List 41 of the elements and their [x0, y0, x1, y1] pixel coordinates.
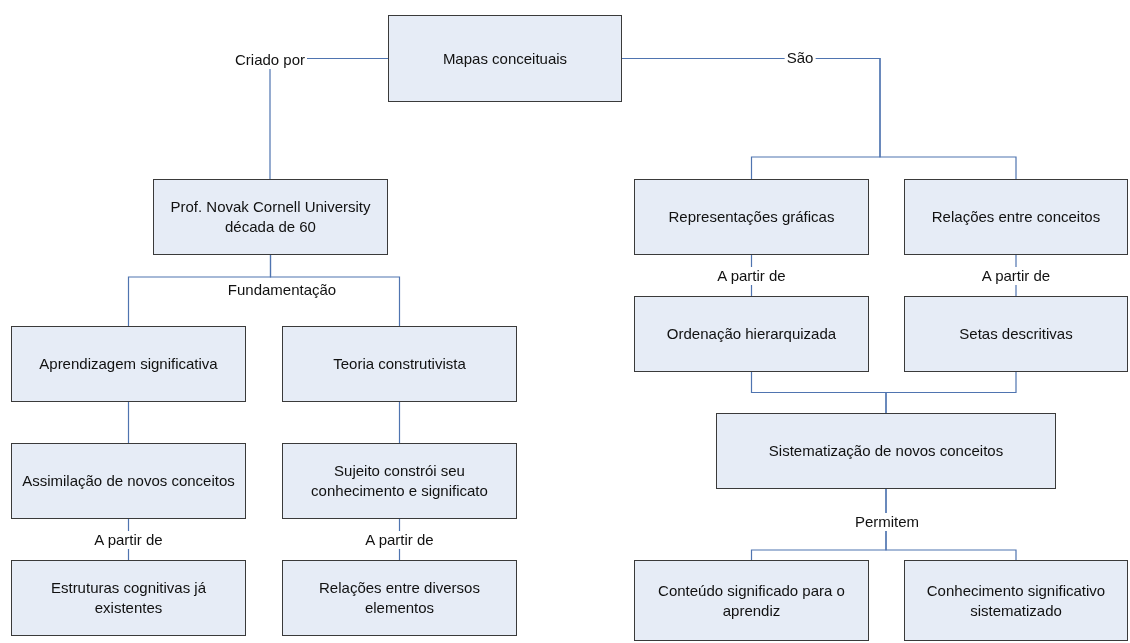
concept-box	[634, 179, 869, 255]
concept-box	[634, 560, 869, 641]
concept-text: Relações entre conceitos	[931, 207, 1101, 227]
concept-text: Teoria construtivista	[333, 354, 466, 374]
concept-text: Prof. Novak Cornell University década de 60	[169, 197, 372, 237]
edge-label: A partir de	[715, 266, 788, 285]
concept-box	[904, 296, 1128, 372]
edge-label: A partir de	[979, 266, 1053, 285]
concept-box	[11, 326, 246, 402]
connector-line	[885, 371, 1017, 414]
edge-label: Fundamentação	[225, 281, 339, 299]
connector-line	[885, 488, 1017, 561]
concept-text: Representações gráficas	[668, 207, 835, 227]
edge-label: A partir de	[363, 530, 436, 549]
concept-text: Conhecimento significativo sistematizado	[925, 580, 1107, 621]
concept-text: Assimilação de novos conceitos	[22, 471, 235, 491]
concept-box	[282, 560, 517, 636]
connector-line	[127, 401, 130, 444]
concept-box	[11, 443, 246, 519]
concept-text: Ordenação hierarquizada	[666, 324, 837, 344]
concept-text: Aprendizagem significativa	[39, 354, 218, 374]
edge-label: A partir de	[92, 530, 165, 549]
concept-text: Conteúdo significado para o aprendiz	[657, 580, 846, 621]
concept-box	[282, 443, 517, 519]
concept-box	[11, 560, 246, 636]
concept-box	[282, 326, 517, 402]
concept-text: Sujeito constrói seu conhecimento e significato	[310, 461, 489, 501]
connector-line	[398, 401, 401, 444]
concept-text: Setas descritivas	[959, 324, 1073, 344]
concept-box	[904, 560, 1128, 641]
concept-text: Mapas conceituais	[442, 48, 568, 69]
connector-line	[269, 254, 401, 327]
concept-box	[716, 413, 1056, 489]
concept-text: Sistematização de novos conceitos	[768, 441, 1004, 461]
concept-box	[388, 15, 622, 102]
concept-box	[634, 296, 869, 372]
edge-label: Criado por	[233, 51, 307, 69]
concept-box	[904, 179, 1128, 255]
concept-text: Estruturas cognitivas já existentes	[49, 578, 208, 618]
concept-box	[153, 179, 388, 255]
concept-text: Relações entre diversos elementos	[318, 578, 481, 618]
